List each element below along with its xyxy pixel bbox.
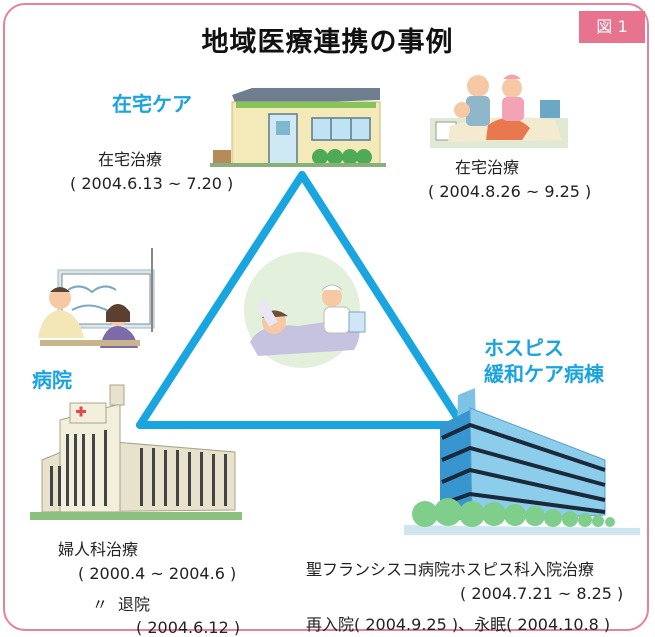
- home-right-note-title: 在宅治療: [455, 158, 520, 177]
- hospice-label-line2: 緩和ケア病棟: [484, 362, 604, 386]
- hospice-note-dates: ( 2004.7.21 ~ 8.25 ): [460, 584, 624, 603]
- home-left-note-dates: ( 2004.6.13 ~ 7.20 ): [70, 174, 234, 193]
- figure-frame: [3, 3, 649, 631]
- hospital-note-dates: ( 2000.4 ~ 2004.6 ): [78, 564, 237, 583]
- hospital-note-discharge-date: ( 2004.6.12 ): [136, 618, 241, 637]
- hospice-icon: [404, 388, 640, 535]
- home-care-scene-icon: [430, 74, 568, 148]
- page-title: 地域医療連携の事例: [201, 27, 454, 58]
- home-left-note-title: 在宅治療: [98, 150, 163, 169]
- edge-home-hospice: [298, 171, 466, 429]
- care-triangle: [136, 171, 466, 429]
- hospice-label-line1: ホスピス: [484, 336, 564, 360]
- hospital-icon: [30, 384, 242, 520]
- hospital-note-title: 婦人科治療: [58, 540, 139, 559]
- home-right-note-dates: ( 2004.8.26 ~ 9.25 ): [428, 182, 592, 201]
- hospital-label: 病院: [32, 368, 72, 392]
- hospice-note-readmission: 再入院( 2004.9.25 )、永眠( 2004.10.8 ): [306, 615, 611, 634]
- consultation-icon: [38, 248, 155, 348]
- hospital-note-ditto-mark: 〃: [92, 595, 109, 614]
- edge-home-hospital: [136, 171, 306, 429]
- home-icon: [210, 88, 386, 167]
- hospice-note-title: 聖フランシスコ病院ホスピス科入院治療: [306, 560, 595, 579]
- hospital-note-discharge: 退院: [118, 595, 151, 614]
- nurse-patient-icon: [244, 252, 366, 368]
- home-care-label: 在宅ケア: [112, 92, 192, 116]
- figure-badge: 図 1: [579, 11, 645, 43]
